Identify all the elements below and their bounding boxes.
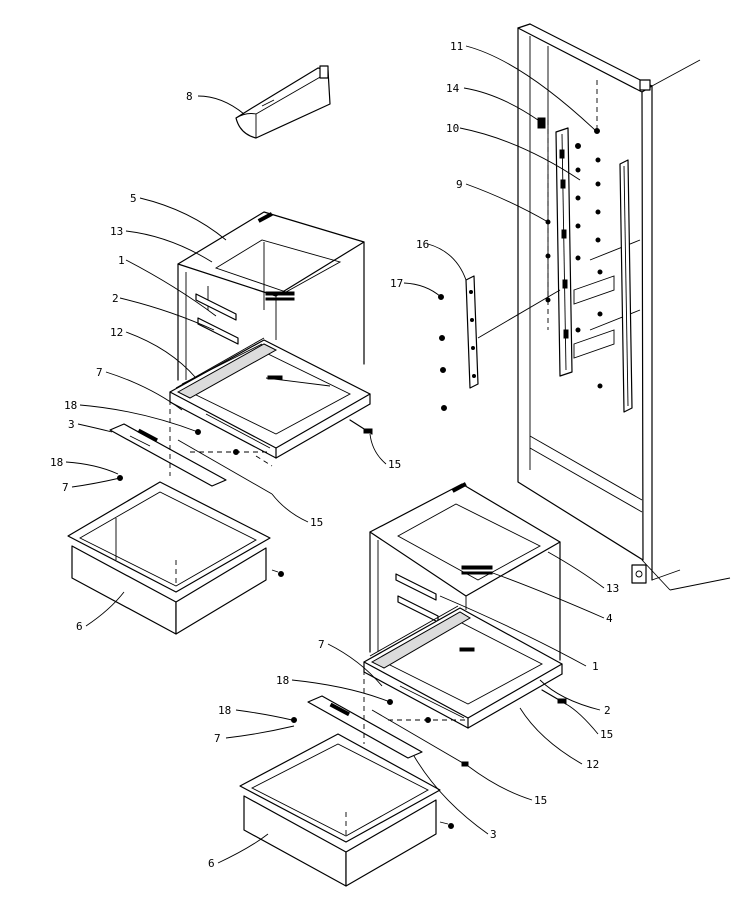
callout-7-lower: 7 <box>318 638 325 651</box>
callout-15-mid: 15 <box>310 516 323 529</box>
callout-17: 17 <box>390 277 403 290</box>
callout-10: 10 <box>446 122 459 135</box>
callout-15-upper: 15 <box>388 458 401 471</box>
callout-1-upper: 1 <box>118 254 125 267</box>
callout-8: 8 <box>186 90 193 103</box>
lower-crisper-cover <box>369 482 561 661</box>
callout-18-mid: 18 <box>50 456 63 469</box>
callout-6-lower: 6 <box>208 857 215 870</box>
callout-3-lower: 3 <box>490 828 497 841</box>
crisper-support-bracket <box>438 275 561 411</box>
callout-7-mid: 7 <box>62 481 69 494</box>
callout-2-upper: 2 <box>112 292 119 305</box>
callout-labels: 8 11 14 10 9 5 13 16 17 1 2 12 7 18 3 15… <box>50 40 619 870</box>
callout-15-lower: 15 <box>534 794 547 807</box>
lower-crisper-frame <box>363 605 563 729</box>
callout-7-upper: 7 <box>96 366 103 379</box>
upper-drawer-front-trim <box>109 423 227 487</box>
shelf-rail-long <box>555 127 573 377</box>
callout-12-upper: 12 <box>110 326 123 339</box>
upper-tracks <box>195 293 239 345</box>
cabinet-liner <box>517 23 731 591</box>
callout-6-upper: 6 <box>76 620 83 633</box>
callout-4: 4 <box>606 612 613 625</box>
callout-5: 5 <box>130 192 137 205</box>
upper-cross-rail <box>177 419 373 495</box>
callout-11: 11 <box>450 40 463 53</box>
upper-crisper-drawer <box>67 481 284 635</box>
callout-9: 9 <box>456 178 463 191</box>
shelf-rail-right <box>619 159 633 413</box>
liner-screws <box>537 117 603 389</box>
leader-lines <box>65 45 605 864</box>
callout-13-upper: 13 <box>110 225 123 238</box>
lower-cross-rail <box>371 689 567 767</box>
callout-2-lower: 2 <box>604 704 611 717</box>
callout-1-lower: 1 <box>592 660 599 673</box>
callout-7-lower-left: 7 <box>214 732 221 745</box>
callout-15-lower-right: 15 <box>600 728 613 741</box>
lower-tracks <box>395 573 439 623</box>
callout-14: 14 <box>446 82 460 95</box>
callout-18-upper: 18 <box>64 399 77 412</box>
callout-18-lower: 18 <box>276 674 289 687</box>
dairy-bin <box>235 65 331 139</box>
callout-3-upper: 3 <box>68 418 75 431</box>
lower-drawer-front-trim <box>307 695 423 759</box>
lower-crisper-drawer <box>239 733 454 887</box>
callout-12-lower: 12 <box>586 758 599 771</box>
callout-16: 16 <box>416 238 429 251</box>
upper-crisper-frame <box>169 337 371 459</box>
callout-13-lower: 13 <box>606 582 619 595</box>
callout-18-lower-left: 18 <box>218 704 231 717</box>
